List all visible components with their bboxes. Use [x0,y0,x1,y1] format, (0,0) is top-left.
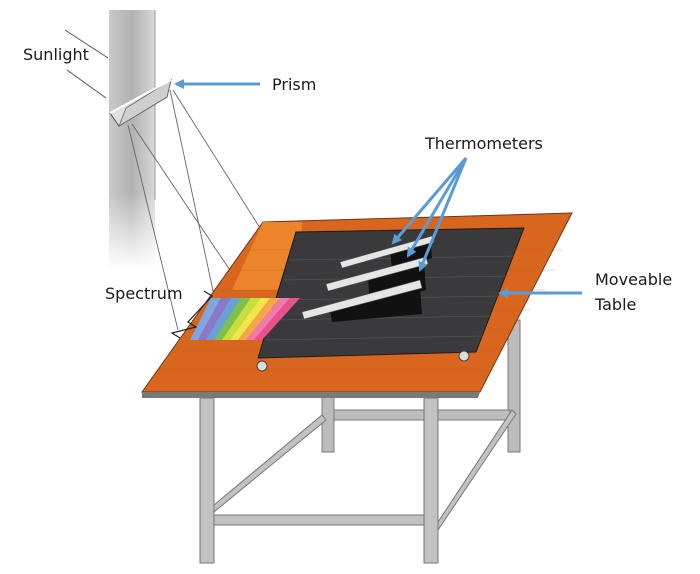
moveable-table-label-line2: Table [595,295,637,314]
spectrum-band [222,298,261,340]
spectrum-band [230,298,271,340]
spectrum-band [238,298,281,340]
thermometers-label: Thermometers [425,134,543,153]
moveable-table-label-line1: Moveable [595,270,673,289]
annotation-arrows [174,79,582,298]
spectrum-band [214,298,251,340]
prism [109,79,172,127]
thermometer-arrow-2 [406,157,468,258]
spectrum-band [190,298,221,340]
spectrum-band [254,298,300,340]
spectrum-band [246,298,291,340]
spectrum-bracket [170,290,213,339]
prism-label: Prism [272,75,317,94]
spectrum-band [206,298,241,340]
spectrum-band [198,298,231,340]
sunlight-rays [64,29,109,99]
thumb-screw-left [256,360,268,372]
thermometer-arrow-1 [391,157,468,245]
sunlight-label: Sunlight [23,45,89,64]
thermometer-3 [301,279,423,322]
spectrum-label: Spectrum [105,284,183,303]
thermometer-arrow-3 [418,157,468,272]
thumb-screw-right [458,350,470,362]
spectrum [190,298,300,340]
table-legs-front [199,397,517,564]
